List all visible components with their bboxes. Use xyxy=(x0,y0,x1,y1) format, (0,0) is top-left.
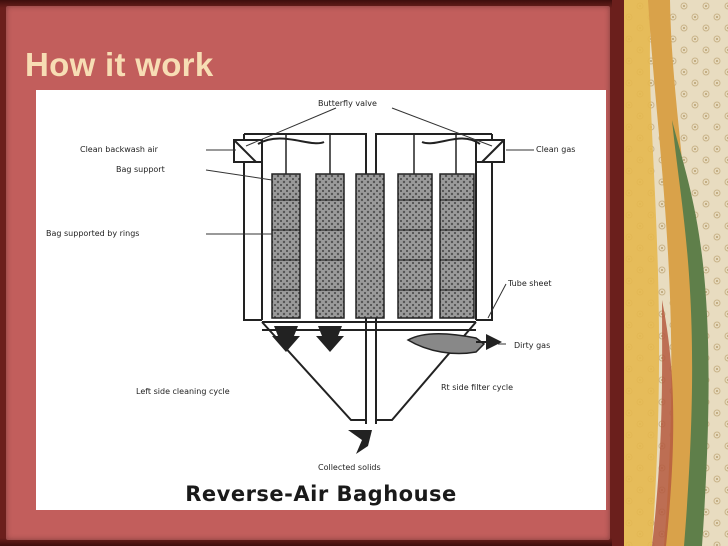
slide-title: How it work xyxy=(25,46,214,83)
label-collected-solids: Collected solids xyxy=(318,463,381,472)
label-bag-support: Bag support xyxy=(116,165,165,174)
floral-ribbon-decoration xyxy=(612,0,728,546)
filter-bags xyxy=(271,134,475,319)
baghouse-schematic: Butterfly valve Clean backwash air Clean… xyxy=(46,99,575,472)
ducts xyxy=(233,137,505,163)
housing xyxy=(243,133,493,424)
butterfly-valve-leaders xyxy=(245,107,493,147)
label-clean-gas: Clean gas xyxy=(536,145,575,154)
baghouse-diagram: Butterfly valve Clean backwash air Clean… xyxy=(36,90,606,510)
label-butterfly-valve: Butterfly valve xyxy=(318,99,377,108)
label-left-side-cleaning-cycle: Left side cleaning cycle xyxy=(136,387,230,396)
diagram-caption: Reverse-Air Baghouse xyxy=(185,482,457,506)
label-clean-backwash-air: Clean backwash air xyxy=(80,145,159,154)
label-leaders xyxy=(205,149,534,345)
collected-solids-mark xyxy=(348,430,372,454)
label-tube-sheet: Tube sheet xyxy=(507,279,552,288)
label-bag-supported-by-rings: Bag supported by rings xyxy=(46,229,139,238)
label-dirty-gas: Dirty gas xyxy=(514,341,550,350)
dirty-gas-arrow xyxy=(406,332,502,355)
label-right-side-filter-cycle: Rt side filter cycle xyxy=(441,383,513,392)
decorative-side-strip xyxy=(612,0,728,546)
cleaning-flow-arrows xyxy=(272,326,344,352)
